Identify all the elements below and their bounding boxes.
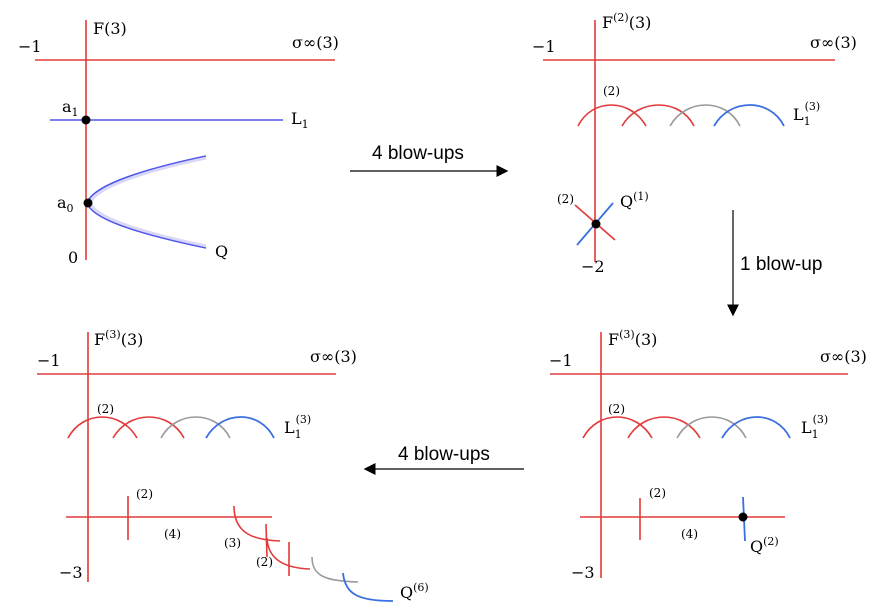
panel-1: F(3) σ∞(3) −1 a1 L1 a0 Q 0 [18, 19, 339, 267]
a0-label: a0 [57, 193, 74, 215]
sigma-label: σ∞(3) [810, 33, 857, 52]
L1-label: L1(3) [801, 413, 828, 441]
minus-three-label: −3 [571, 563, 595, 582]
minus-one-label: −1 [18, 37, 42, 56]
mult4-label: (4) [164, 527, 181, 541]
point-q2 [738, 512, 748, 522]
chain-curve-1 [233, 505, 281, 542]
L1-label: L1 [291, 109, 309, 131]
point-q1 [591, 219, 601, 229]
minus-three-label: −3 [59, 563, 83, 582]
arrow-down-label: 1 blow-up [740, 254, 822, 275]
F-label: F(2)(3) [602, 11, 651, 32]
panel-3: F(3)(3) σ∞(3) −1 (2) L1(3) (2) (4) Q(2) … [549, 328, 867, 582]
mult3-label: (3) [224, 536, 241, 550]
zero-label: 0 [68, 248, 78, 267]
arc-4 [205, 416, 275, 439]
mult4-label: (4) [681, 527, 698, 541]
arc-3 [676, 416, 747, 439]
arc-2 [112, 416, 185, 439]
arrow-left-label: 4 blow-ups [398, 444, 490, 465]
arrow-right: 4 blow-ups [350, 143, 509, 177]
F-label: F(3)(3) [94, 328, 143, 349]
arc-3 [160, 416, 231, 439]
arrow-left: 4 blow-ups [363, 444, 524, 475]
Q6-label: Q(6) [400, 581, 429, 602]
arrow-down: 1 blow-up [727, 210, 822, 317]
arrow-right-label: 4 blow-ups [372, 143, 464, 164]
F-label: F(3) [93, 19, 127, 38]
Q1-label: Q(1) [620, 190, 649, 211]
arc-4 [721, 416, 791, 439]
F-label: F(3)(3) [608, 328, 657, 349]
Q-curve [86, 155, 207, 249]
minus-two-label: −2 [581, 257, 605, 276]
minus-one-label: −1 [532, 37, 556, 56]
L1-label: L1(3) [793, 100, 820, 128]
point-a0 [83, 198, 93, 208]
chain-curve-3 [311, 556, 359, 583]
minus-one-label: −1 [549, 351, 573, 370]
Q2-label: Q(2) [750, 535, 779, 556]
arc-1 [67, 416, 138, 439]
sigma-label: σ∞(3) [820, 347, 867, 366]
a1-label: a1 [62, 97, 79, 119]
Q6-curve [342, 572, 394, 602]
L1-label: L1(3) [284, 413, 311, 441]
mult-q-label: (2) [557, 192, 574, 206]
chain-curve-2 [266, 537, 311, 570]
sigma-label: σ∞(3) [292, 33, 339, 52]
mult-v-label: (2) [136, 487, 153, 501]
mult2-chain-label: (2) [256, 555, 273, 569]
mult-label: (2) [603, 84, 620, 98]
arc-4 [713, 104, 785, 127]
sigma-label: σ∞(3) [310, 347, 357, 366]
minus-one-label: −1 [37, 351, 61, 370]
panel-2: F(2)(3) σ∞(3) −1 (2) L1(3) Q(1) (2) −2 [532, 11, 857, 276]
point-a1 [81, 115, 91, 125]
arc-3 [669, 104, 741, 127]
Q-curve-shadow [88, 156, 207, 248]
Q-label: Q [215, 242, 228, 261]
mult-v-label: (2) [649, 486, 666, 500]
arc-1 [577, 104, 647, 127]
arc-1 [582, 416, 653, 439]
arc-2 [621, 104, 695, 127]
arc-2 [627, 416, 701, 439]
mult-label: (2) [608, 402, 625, 416]
panel-4: F(3)(3) σ∞(3) −1 (2) L1(3) (2) (4) (3) (… [37, 328, 429, 602]
mult-label: (2) [97, 402, 114, 416]
